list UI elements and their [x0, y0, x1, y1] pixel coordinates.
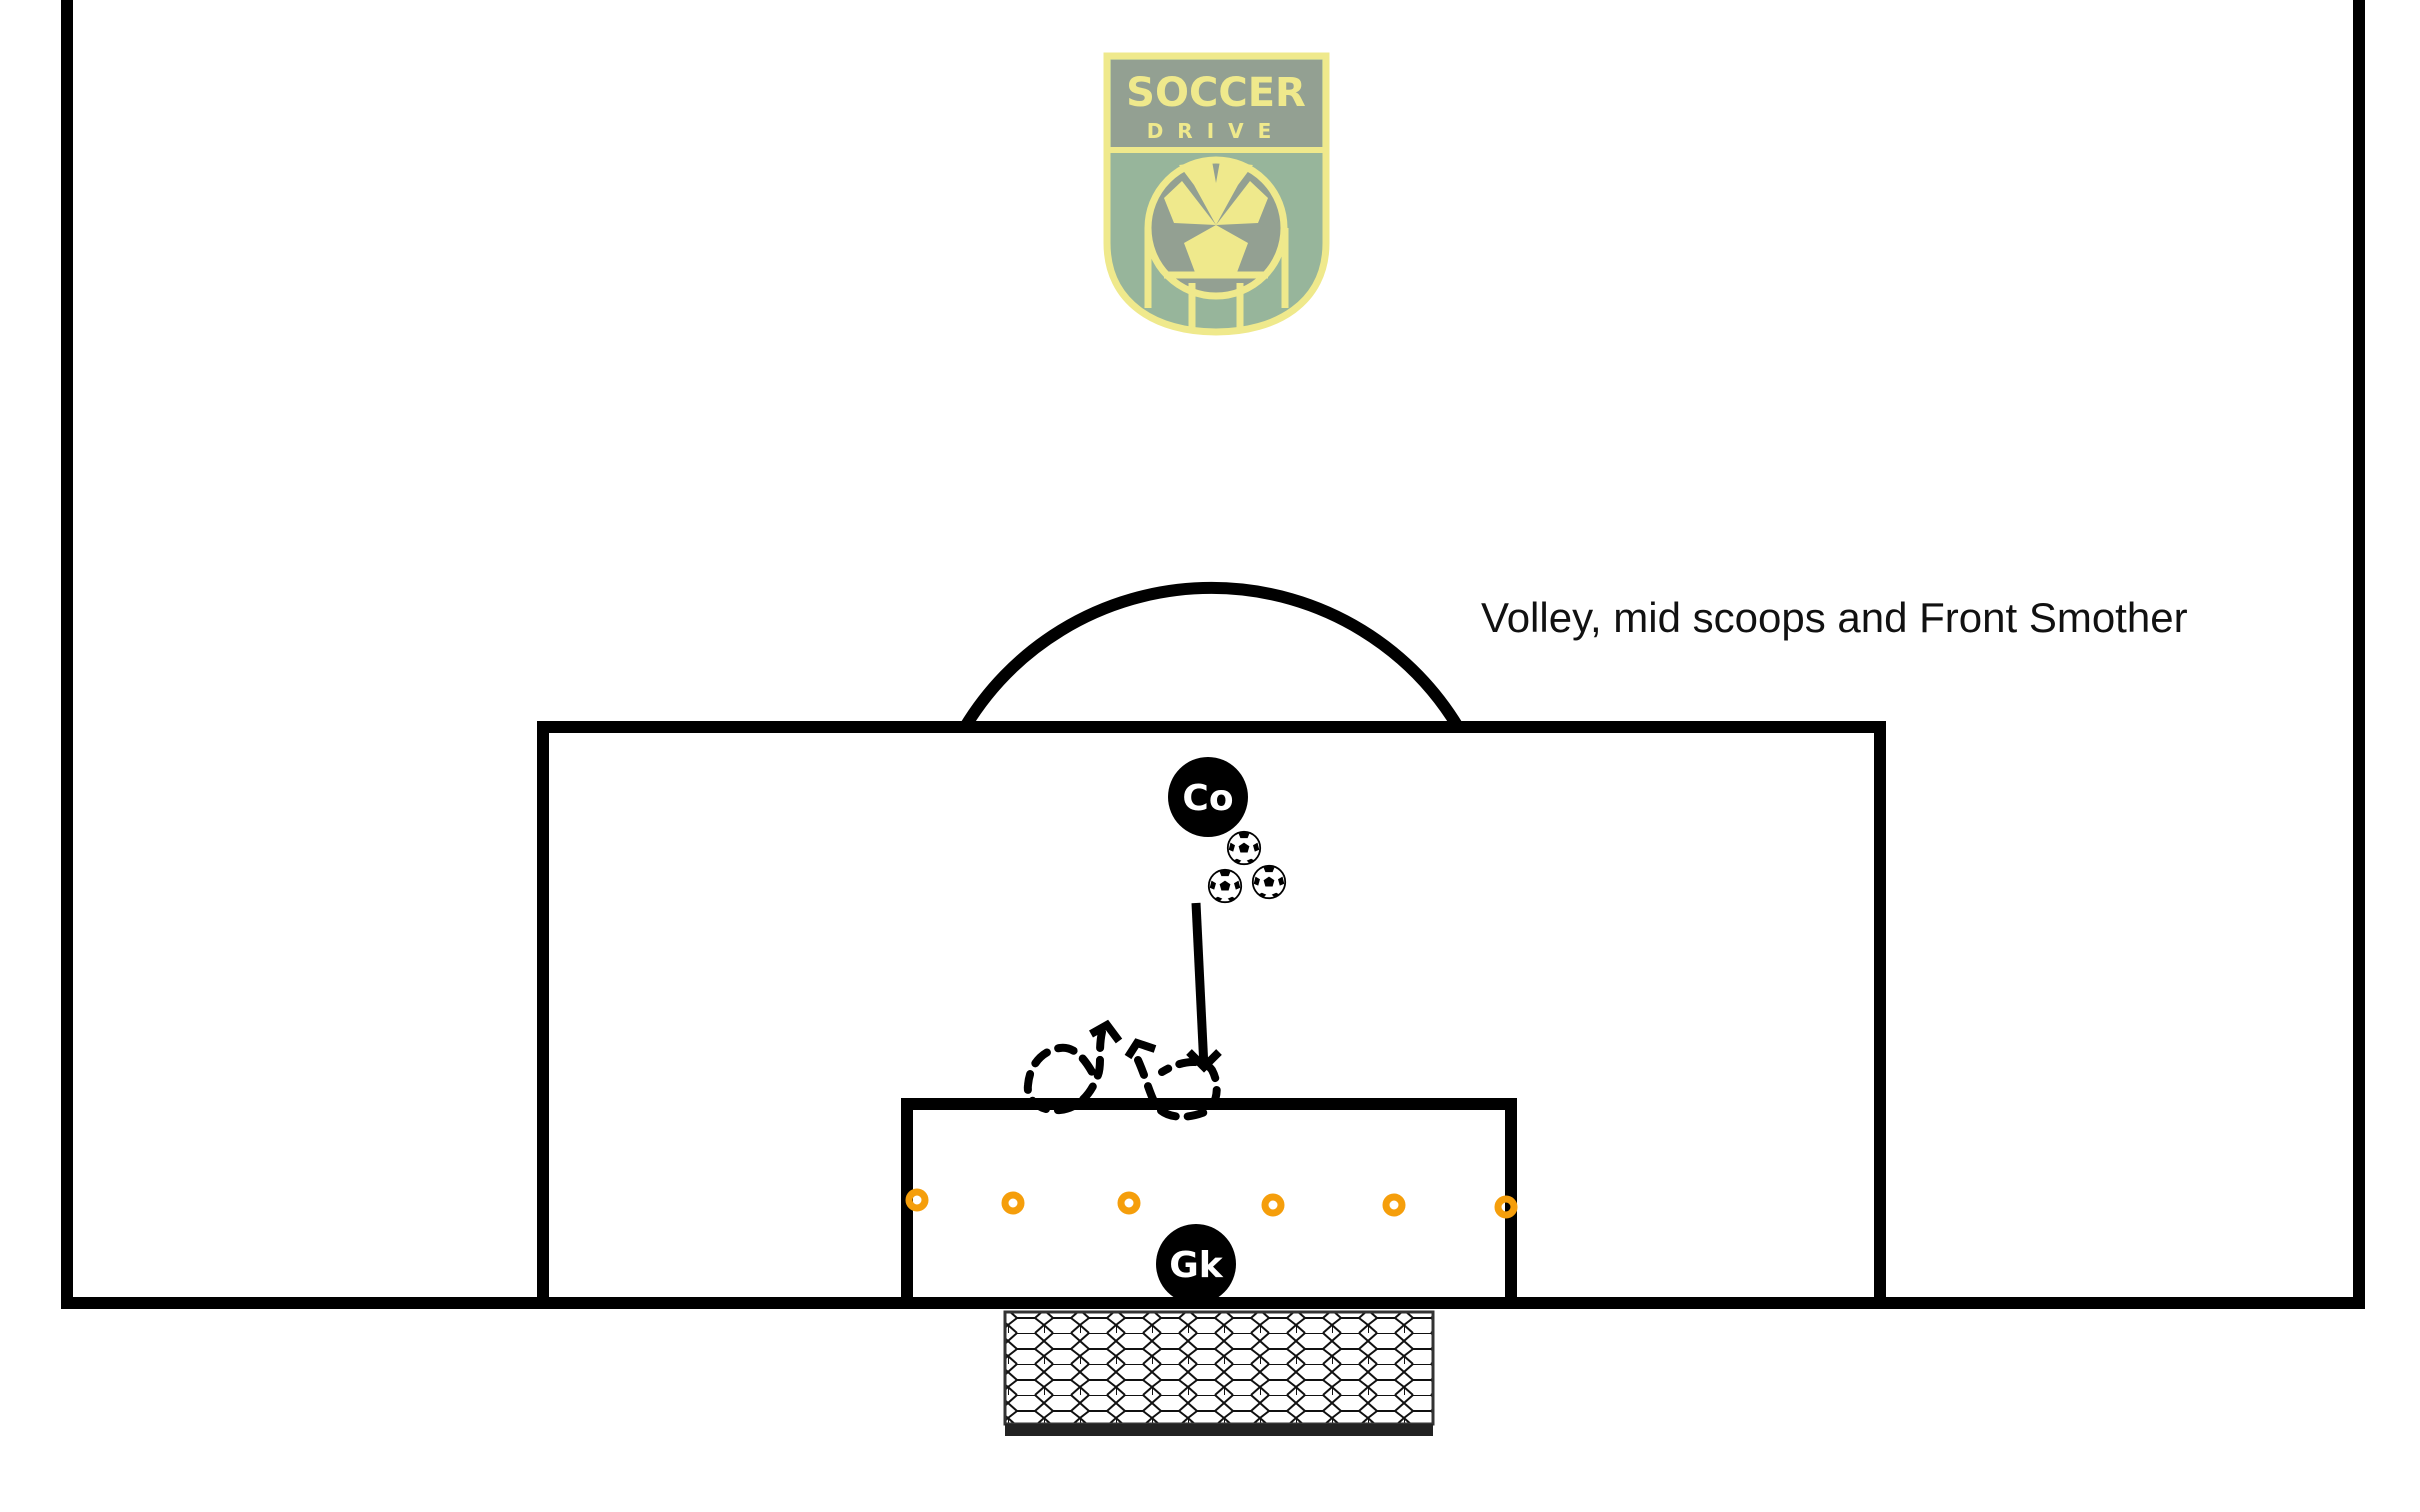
- goalkeeper-movement-paths: [1023, 1028, 1221, 1121]
- cone-icon: [1382, 1193, 1406, 1217]
- cone-icon: [1117, 1191, 1141, 1215]
- soccer-ball-icon: [1251, 864, 1287, 900]
- ball-pile: [1207, 830, 1287, 904]
- goal-net: [1003, 1310, 1435, 1436]
- coach-label: Co: [1182, 778, 1233, 819]
- cone-icon: [1261, 1193, 1285, 1217]
- soccer-ball-icon: [1226, 830, 1262, 866]
- logo-line2: DRIVE: [1147, 119, 1286, 143]
- right-movement-loop: [1134, 1056, 1221, 1121]
- pass-arrow: [1186, 902, 1222, 1073]
- cone-icon: [1494, 1195, 1518, 1219]
- goalkeeper-player: Gk: [1156, 1224, 1236, 1304]
- soccer-ball-icon: [1207, 868, 1243, 904]
- drill-title: Volley, mid scoops and Front Smother: [1481, 594, 2188, 641]
- coach-player: Co: [1168, 757, 1248, 837]
- soccer-drive-logo: SOCCER DRIVE: [1103, 52, 1330, 336]
- logo-line1: SOCCER: [1126, 70, 1306, 116]
- goalkeeper-label: Gk: [1169, 1245, 1224, 1286]
- cone-icon: [1001, 1191, 1025, 1215]
- left-movement-loop: [1023, 1028, 1106, 1115]
- penalty-arc: [959, 581, 1464, 731]
- cone-icon: [905, 1188, 929, 1212]
- cones: [905, 1188, 1518, 1219]
- movement-arrowheads: [1089, 1019, 1157, 1060]
